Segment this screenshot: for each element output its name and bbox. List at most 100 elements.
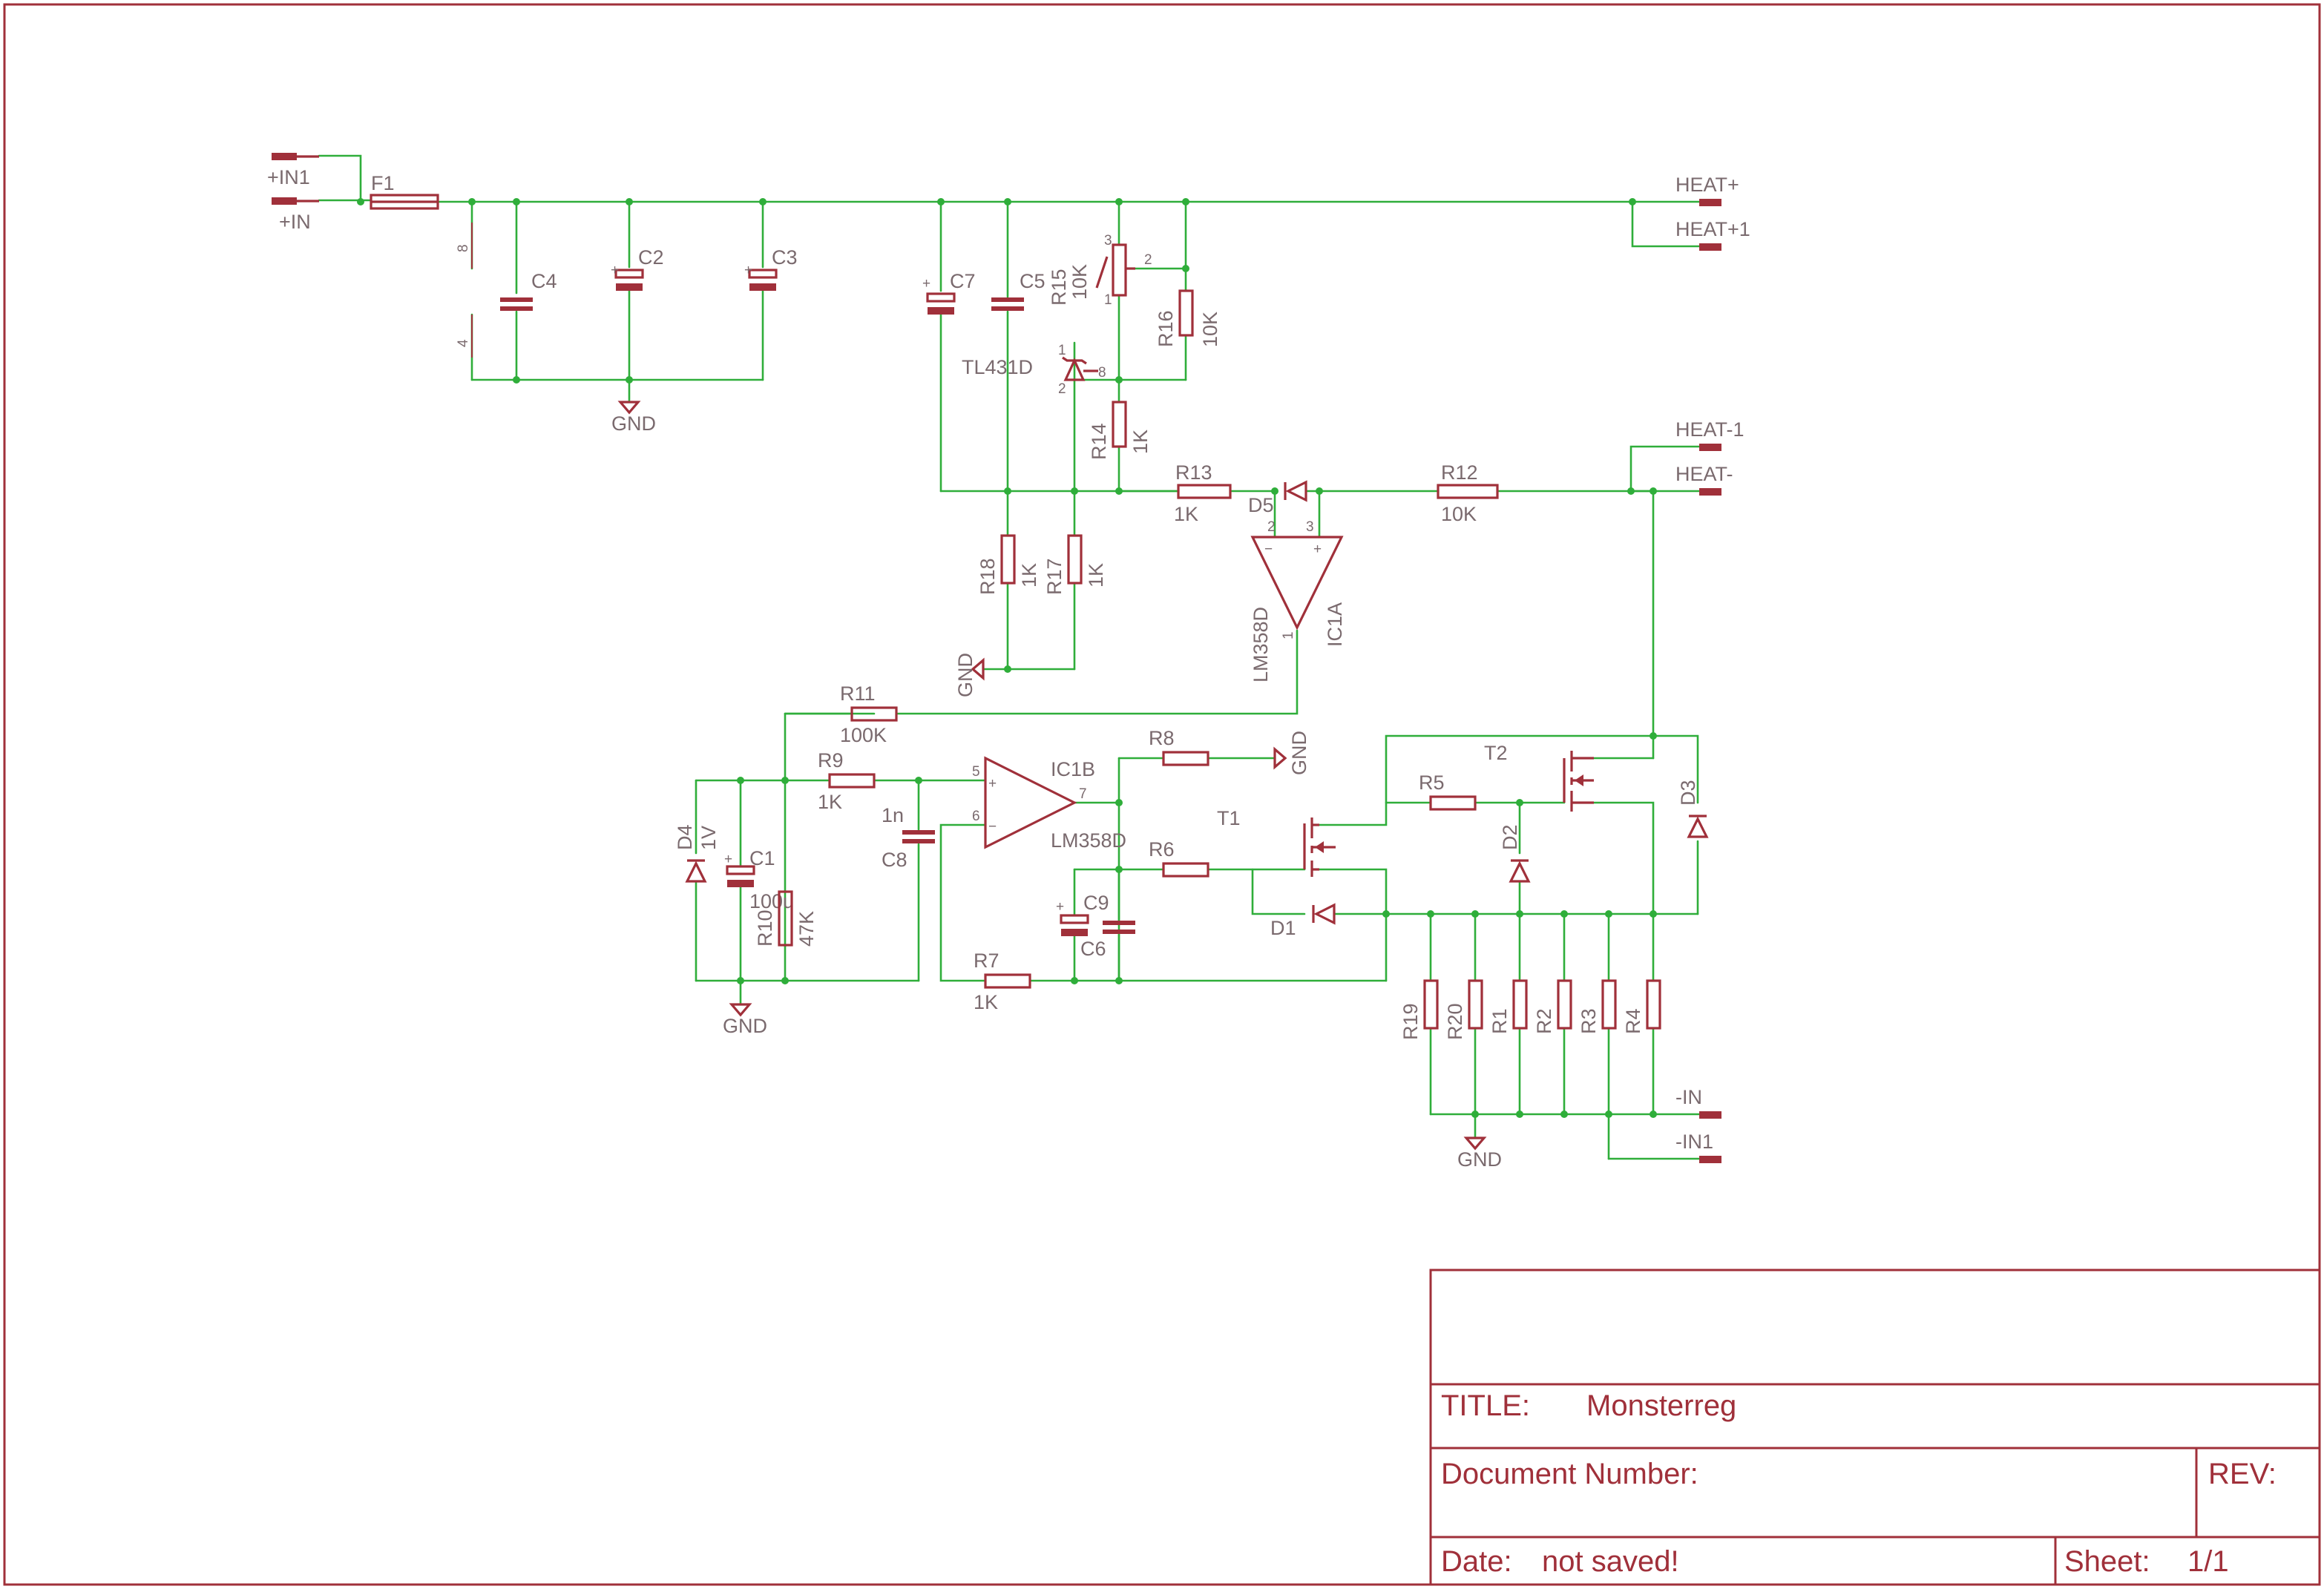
svg-text:C9: C9 [1083, 892, 1109, 914]
heat-plus-pin-icon [1699, 199, 1721, 206]
resistor-r18: R18 1K [976, 534, 1040, 595]
svg-text:D3: D3 [1677, 780, 1699, 806]
gnd-icon: GND [611, 401, 656, 435]
svg-text:D1: D1 [1270, 917, 1296, 939]
minus-in1-pin-icon [1699, 1156, 1721, 1163]
svg-text:T2: T2 [1484, 742, 1508, 764]
svg-text:10K: 10K [1441, 503, 1477, 525]
svg-text:R8: R8 [1149, 727, 1175, 749]
heat-plus-label: HEAT+ [1675, 174, 1739, 196]
gnd-icon: GND [954, 653, 985, 697]
gnd-icon: GND [1273, 731, 1310, 775]
svg-text:R19: R19 [1399, 1003, 1422, 1040]
svg-text:LM358D: LM358D [1250, 607, 1272, 682]
ground-symbols: GND GND GND GND GND [611, 401, 1502, 1171]
resistor-r8: R8 [1149, 727, 1209, 766]
svg-text:1: 1 [1058, 343, 1066, 358]
svg-text:1K: 1K [1129, 430, 1152, 454]
capacitor-c5: C5 [991, 270, 1046, 311]
capacitor-c1: + C1 100u [724, 847, 794, 912]
resistor-r12: R12 10K [1437, 461, 1499, 525]
resistor-r20: R20 [1444, 979, 1483, 1040]
minus-in-pin-icon [1699, 1111, 1721, 1119]
svg-text:C6: C6 [1080, 938, 1106, 960]
svg-text:R10: R10 [754, 909, 776, 947]
capacitor-c9: + C9 [1056, 892, 1109, 936]
svg-text:C5: C5 [1020, 270, 1046, 292]
svg-text:C7: C7 [950, 270, 976, 292]
svg-text:R17: R17 [1043, 558, 1066, 595]
rev-label: REV: [2208, 1458, 2277, 1490]
svg-text:T1: T1 [1217, 807, 1241, 829]
svg-text:C8: C8 [882, 849, 907, 871]
svg-text:1: 1 [1281, 631, 1296, 639]
diode-d5: D5 [1248, 480, 1307, 516]
minus-in-label: -IN [1675, 1086, 1702, 1108]
svg-text:1K: 1K [1085, 563, 1107, 588]
resistor-r10: R10 47K [754, 890, 818, 947]
resistor-r4: R4 [1622, 979, 1661, 1034]
svg-text:1: 1 [1104, 292, 1112, 308]
resistor-r5: R5 [1419, 772, 1477, 811]
wires [318, 154, 1701, 1160]
svg-text:5: 5 [972, 764, 980, 780]
resistor-r19: R19 [1399, 979, 1439, 1040]
svg-text:1K: 1K [974, 991, 998, 1013]
svg-text:+: + [724, 852, 732, 867]
svg-text:D5: D5 [1248, 494, 1274, 516]
svg-text:R5: R5 [1419, 772, 1445, 794]
opamp-ic1a: 2 3 − + 1 LM358D IC1A [1250, 519, 1346, 682]
capacitor-c4: C4 [500, 270, 557, 311]
svg-text:3: 3 [1104, 233, 1112, 249]
doc-number-label: Document Number: [1441, 1458, 1698, 1490]
heat-minus1-pin-icon [1699, 444, 1721, 451]
svg-text:R7: R7 [974, 950, 999, 972]
svg-text:IC1B: IC1B [1051, 758, 1095, 780]
svg-text:C3: C3 [772, 246, 798, 269]
svg-text:+: + [611, 263, 619, 278]
svg-text:−: − [1264, 542, 1273, 557]
junctions [357, 198, 1657, 1118]
title-block: TITLE: Monsterreg Document Number: REV: … [1429, 1269, 2321, 1586]
title-label: TITLE: [1441, 1389, 1530, 1422]
svg-text:R9: R9 [818, 749, 844, 772]
svg-text:6: 6 [972, 809, 980, 824]
svg-text:1K: 1K [1174, 503, 1198, 525]
svg-text:C1: C1 [749, 847, 775, 869]
gnd-icon: GND [723, 1003, 767, 1037]
svg-text:D2: D2 [1499, 824, 1521, 850]
svg-text:10K: 10K [1069, 264, 1091, 300]
svg-text:100u: 100u [749, 890, 794, 912]
svg-text:GND: GND [1288, 731, 1310, 775]
date-label: Date: [1441, 1545, 1512, 1578]
svg-text:C2: C2 [638, 246, 664, 269]
svg-text:100K: 100K [840, 724, 887, 746]
svg-text:−: − [988, 819, 997, 835]
capacitor-c3: + C3 [744, 246, 798, 291]
resistor-r1: R1 [1488, 979, 1528, 1034]
svg-text:4: 4 [456, 339, 471, 347]
svg-text:3: 3 [1306, 519, 1314, 535]
in-pin-icon [272, 197, 297, 205]
in-label: +IN [279, 211, 311, 233]
diode-d2: D2 [1499, 824, 1531, 883]
resistor-r9: R9 1K [818, 749, 876, 813]
svg-text:R11: R11 [840, 682, 876, 705]
svg-text:R1: R1 [1488, 1008, 1511, 1034]
resistor-r14: R14 1K [1088, 401, 1152, 460]
svg-text:R18: R18 [976, 558, 999, 595]
heat-minus-label: HEAT- [1675, 463, 1733, 485]
sheet-value: 1/1 [2187, 1545, 2229, 1578]
potentiometer-r15: 3 1 2 R15 10K [1048, 233, 1152, 308]
svg-text:2: 2 [1144, 252, 1152, 268]
components: F1 8 4 C4 + C2 + C3 [370, 172, 1709, 1040]
svg-text:47K: 47K [795, 911, 818, 947]
capacitor-c2: + C2 [611, 246, 664, 291]
diode-d3: D3 [1677, 780, 1709, 838]
svg-text:TL431D: TL431D [962, 356, 1033, 378]
capacitor-c7: + C7 [922, 270, 976, 315]
svg-text:R13: R13 [1175, 461, 1212, 484]
title-value: Monsterreg [1586, 1389, 1736, 1422]
heat-minus-pin-icon [1699, 488, 1721, 496]
